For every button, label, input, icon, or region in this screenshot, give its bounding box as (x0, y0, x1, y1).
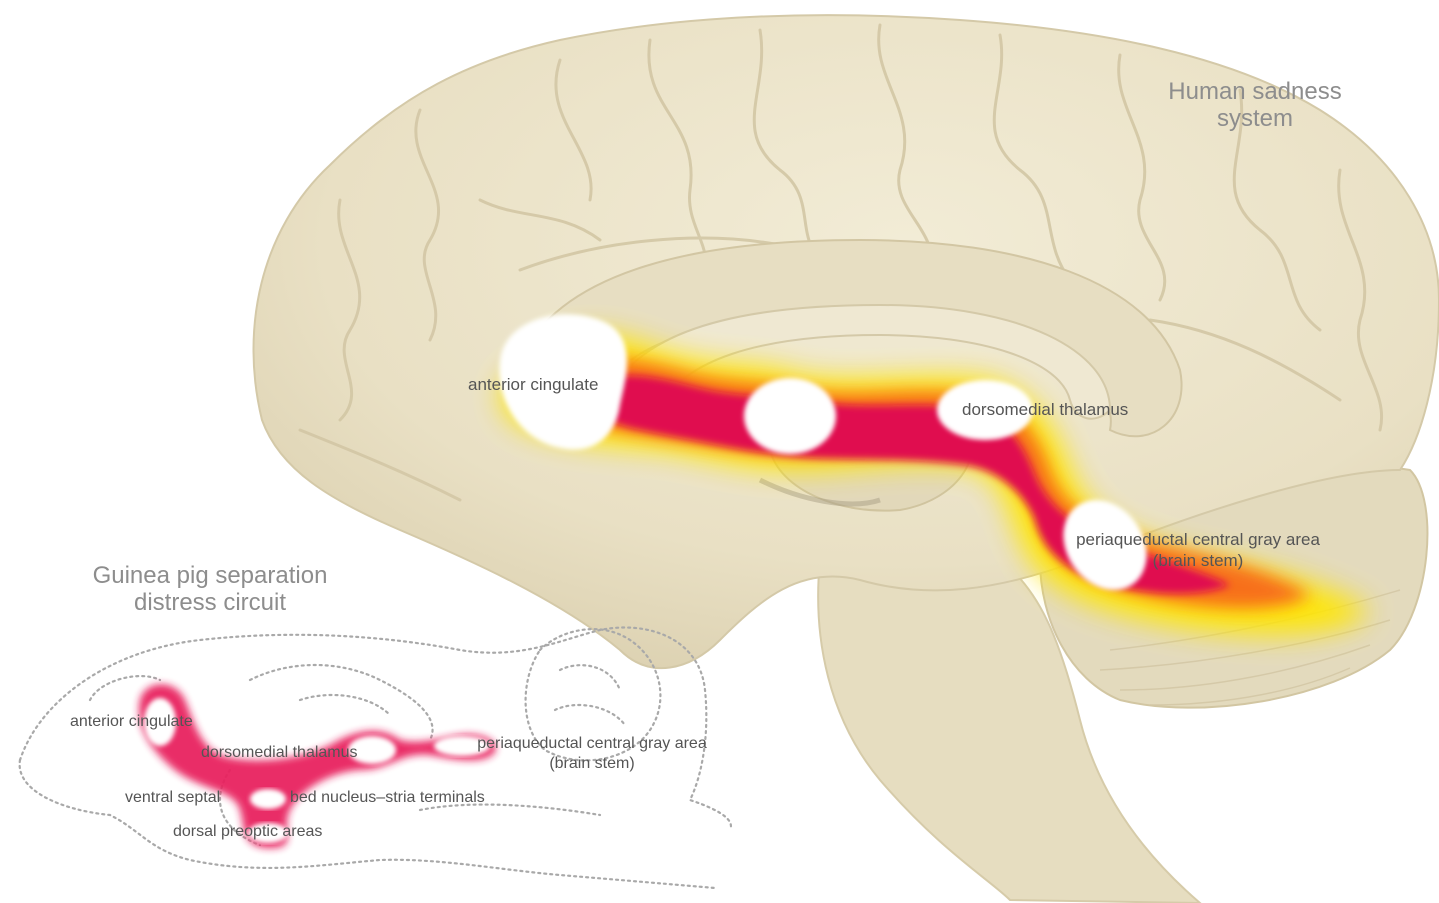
human-title-line1: Human sadness (1150, 78, 1360, 105)
gp-label-anterior-cingulate: anterior cingulate (70, 712, 193, 732)
gp-label-bed-nucleus: bed nucleus–stria terminals (290, 788, 485, 808)
gp-label-dorsomedial-thalamus: dorsomedial thalamus (201, 743, 358, 763)
gp-label-pag-line2: (brain stem) (443, 754, 741, 774)
guinea-pig-title-line1: Guinea pig separation (62, 562, 358, 589)
human-label-pag-line1: periaqueductal central gray area (1046, 529, 1350, 550)
human-label-periaqueductal-gray: periaqueductal central gray area (brain … (1046, 529, 1350, 571)
human-label-anterior-cingulate: anterior cingulate (468, 374, 598, 395)
gp-label-ventral-septal: ventral septal (125, 788, 220, 808)
gp-label-pag-line1: periaqueductal central gray area (443, 734, 741, 754)
human-title: Human sadness system (1150, 78, 1360, 132)
human-label-pag-line2: (brain stem) (1046, 550, 1350, 571)
human-title-line2: system (1150, 105, 1360, 132)
guinea-pig-title: Guinea pig separation distress circuit (62, 562, 358, 616)
human-label-dorsomedial-thalamus: dorsomedial thalamus (962, 399, 1128, 420)
gp-label-dorsal-preoptic: dorsal preoptic areas (173, 822, 322, 842)
nucleus-central (744, 378, 836, 454)
guinea-pig-title-line2: distress circuit (62, 589, 358, 616)
gp-label-periaqueductal-gray: periaqueductal central gray area (brain … (443, 734, 741, 774)
gp-nucleus-ventral-septal (250, 789, 286, 809)
